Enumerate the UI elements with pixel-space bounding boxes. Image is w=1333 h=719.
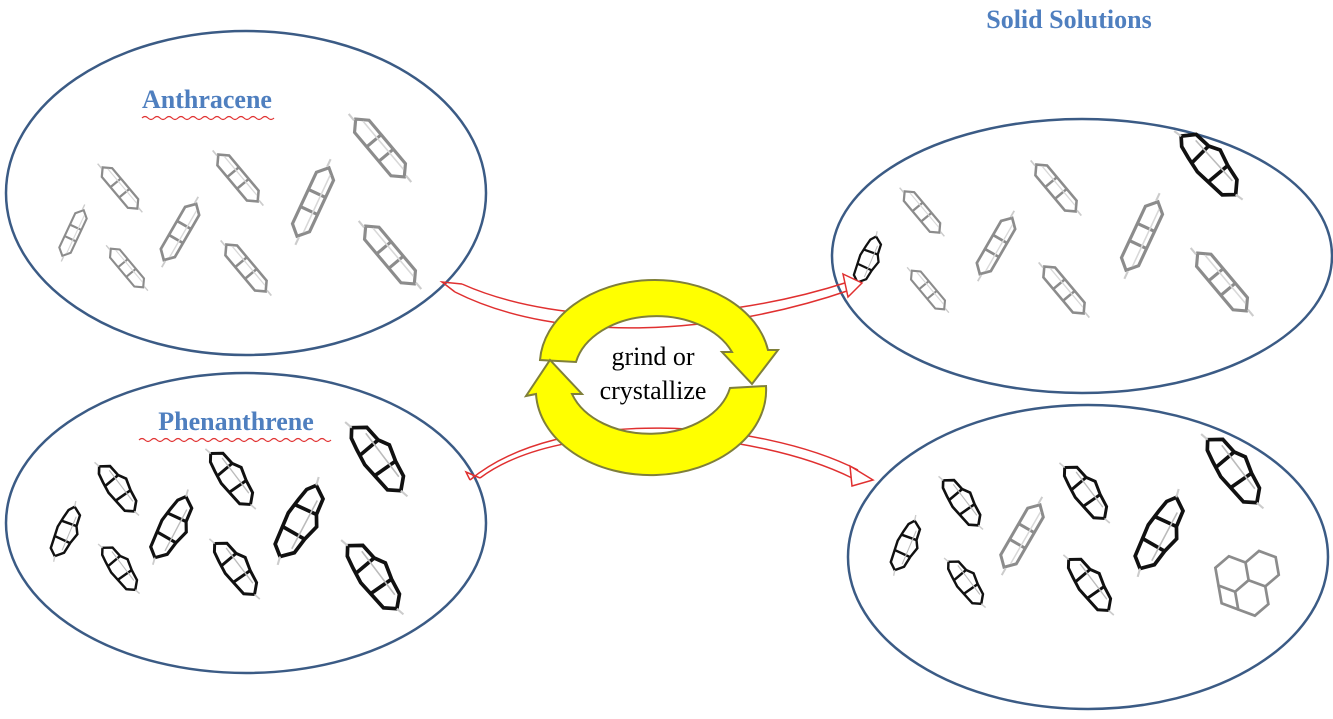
molecule-icon [336,406,422,508]
arrow-to-top-right [454,289,851,329]
molecule-icon [1112,188,1172,284]
red-arrows [439,272,875,487]
molecule-icon [42,497,91,568]
molecule-icon [198,436,268,519]
molecule-icon [882,511,931,582]
molecule-icon [1212,546,1287,623]
molecule-icon [214,233,278,303]
arrow-head-icon [849,464,875,487]
molecule-icon [261,470,341,575]
molecule-icon [938,547,995,616]
molecule-icon [1183,238,1261,326]
molecule-icon [151,192,209,272]
molecule-icon [894,181,950,243]
arrow-tail [464,470,481,481]
molecule-icon [341,104,419,192]
molecule-icon [1056,542,1126,625]
molecule-icon [202,526,272,609]
solid-solution-bottom-ellipse [846,403,1330,711]
molecule-icon [1121,482,1201,587]
molecule-icon [332,524,418,626]
molecule-icon [92,157,148,219]
process-text-line1: grind or [611,342,694,371]
solid-solutions-title: Solid Solutions [986,5,1151,34]
anthracene-label: Anthracene [142,85,272,114]
molecule-icon [902,261,954,319]
molecule-icon [1024,153,1088,223]
spellcheck-underline [141,115,275,121]
anthracene-molecules [53,104,429,303]
molecule-icon [1032,255,1096,325]
arrow-tail [439,280,463,293]
molecule-icon [351,211,429,299]
phenanthrene-label: Phenanthrene [158,407,314,436]
molecule-icon [92,533,149,602]
arrow-to-bottom-right [469,427,859,481]
molecule-icon [53,201,93,265]
spellcheck-underline [138,437,332,443]
molecule-icon [990,491,1054,581]
phenanthrene-ellipse [4,371,488,675]
anthracene-ellipse [4,29,488,357]
process-text-line2: crystallize [600,376,707,405]
molecule-icon [206,143,270,213]
molecule-icon [101,239,153,297]
cycle-arrows-icon [523,279,781,477]
molecule-icon [138,484,207,573]
molecule-icon [1052,450,1122,533]
solid-solution-bottom-molecules [882,418,1287,625]
solid-solution-top-molecules [845,114,1261,326]
molecule-icon [283,154,343,250]
molecule-icon [967,206,1025,286]
arrow-head-icon [841,272,864,299]
molecule-icon [88,451,149,524]
molecule-icon [932,465,993,538]
solid-solution-top-ellipse [830,117,1333,395]
